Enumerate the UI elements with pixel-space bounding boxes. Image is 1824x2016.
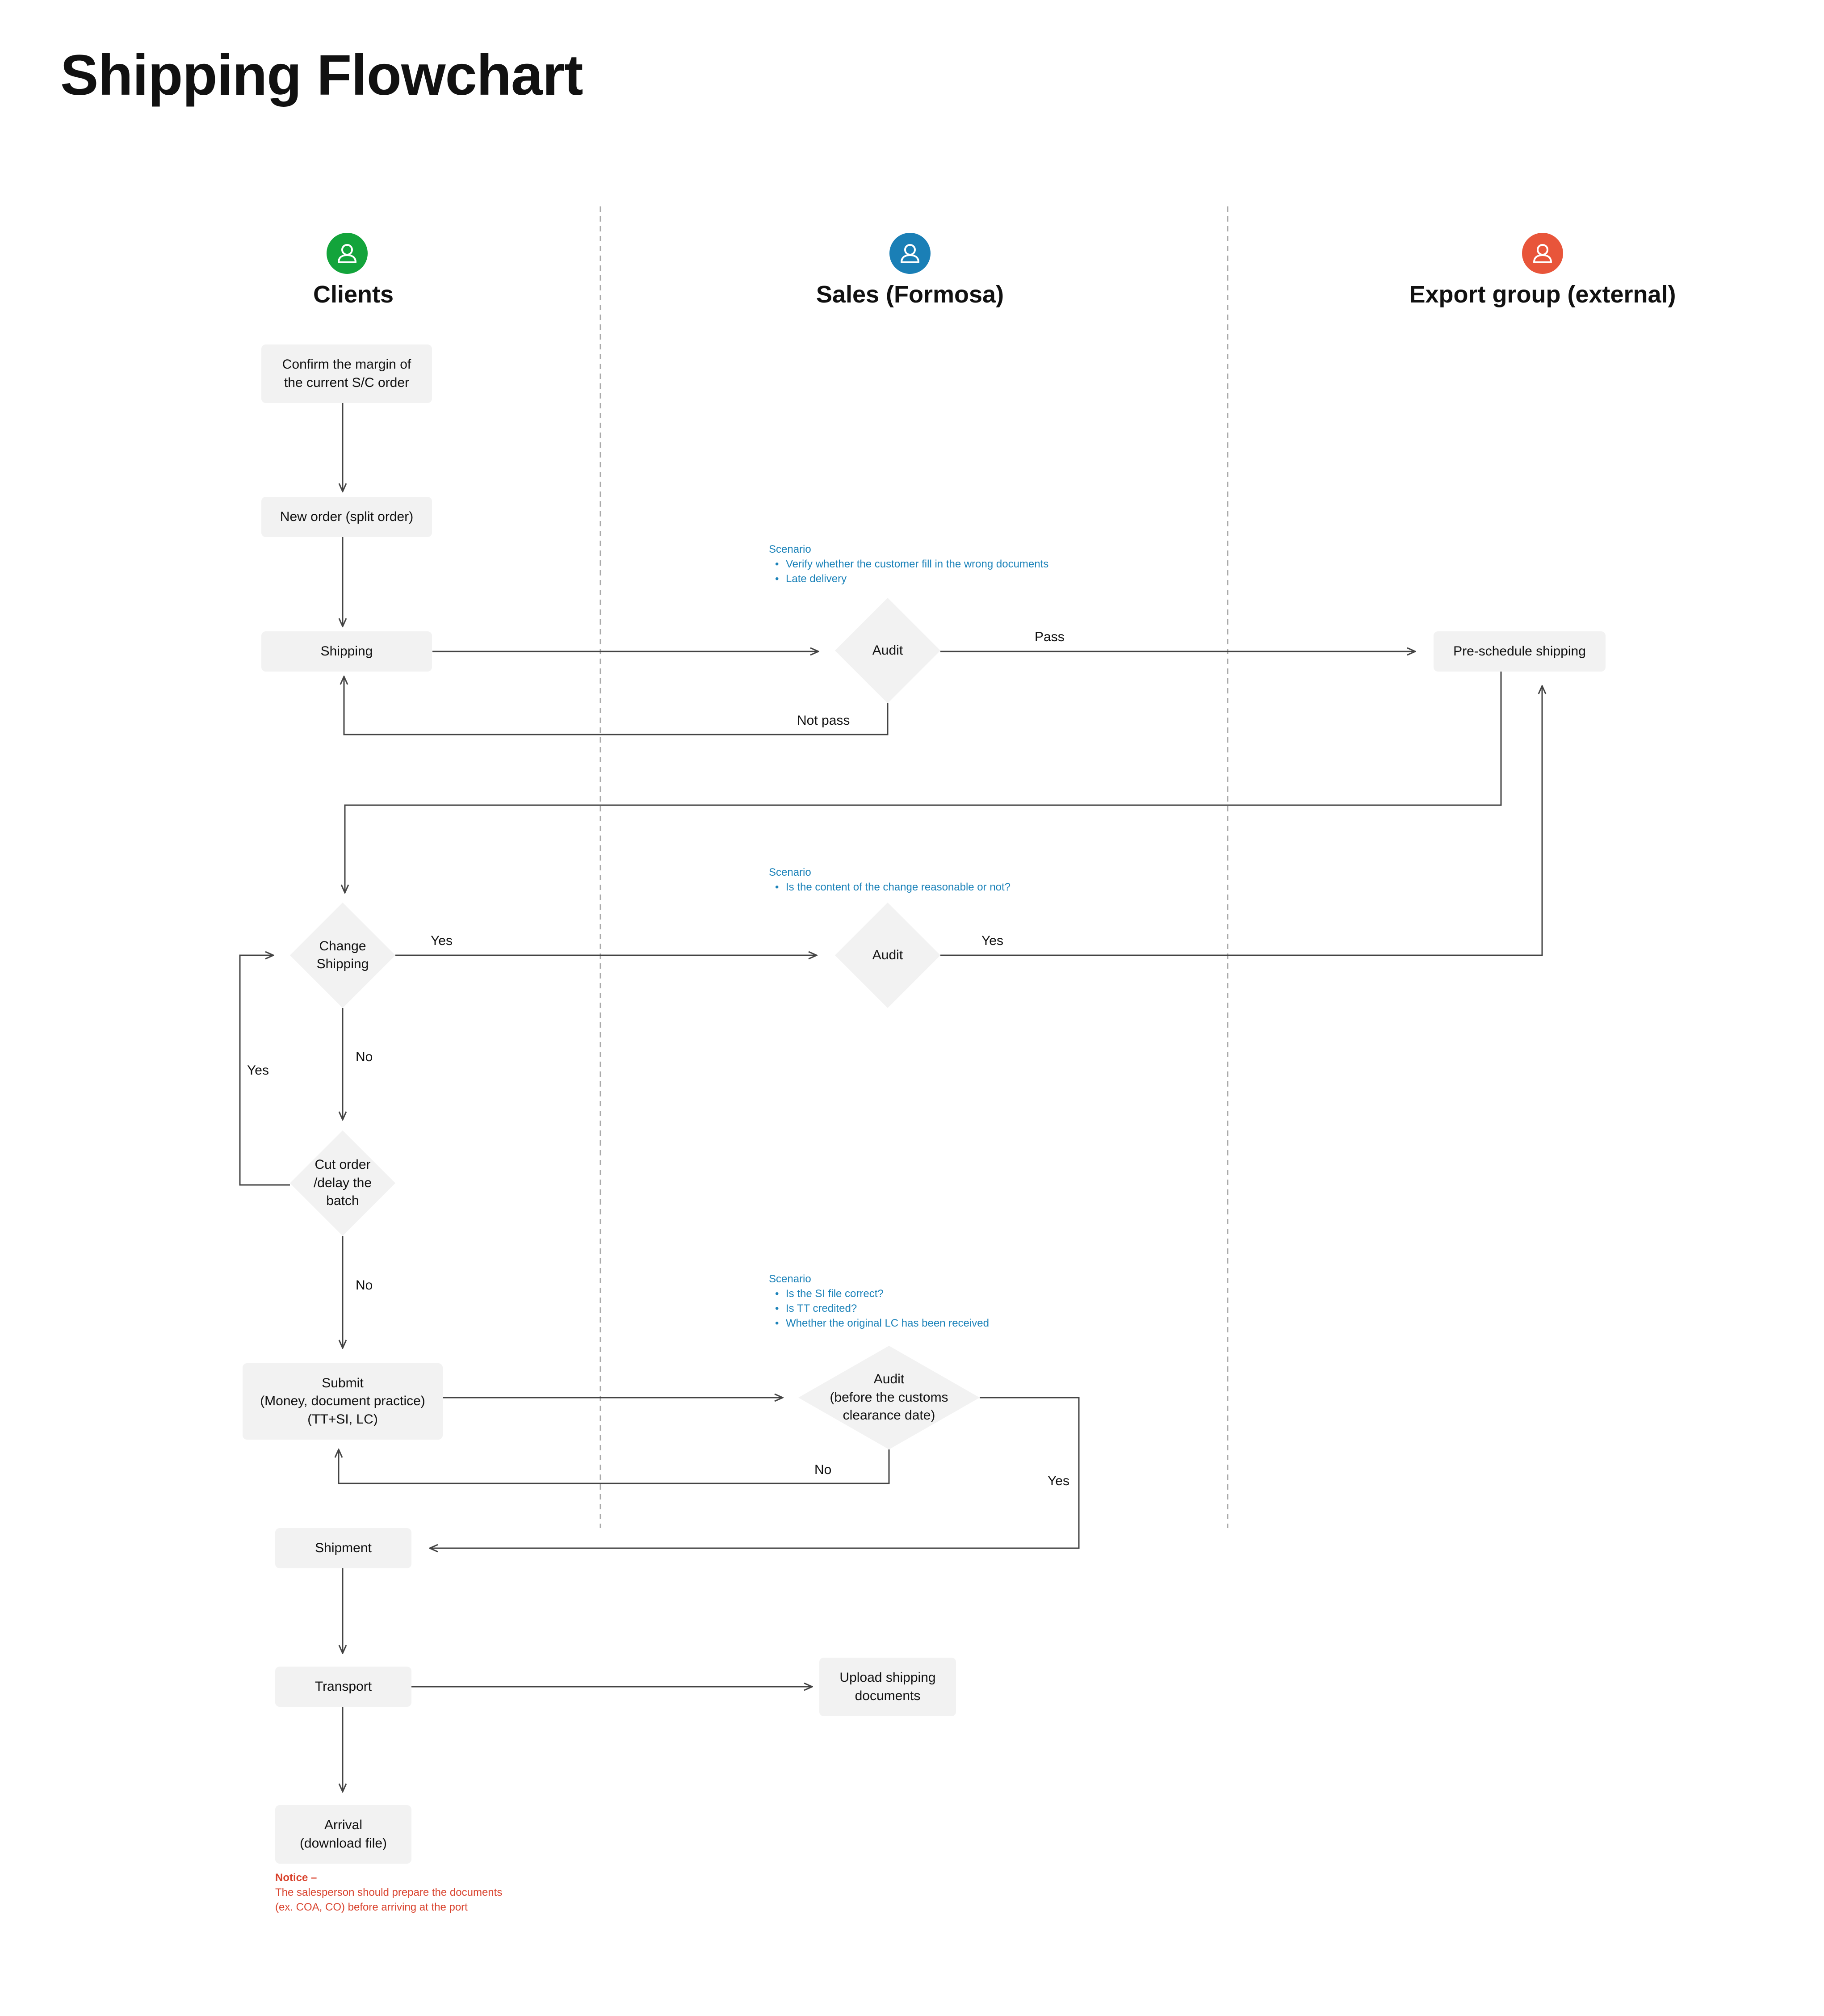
scenario-item: Is TT credited?	[775, 1301, 989, 1316]
scenario-note-2: Scenario Is the content of the change re…	[769, 865, 1011, 895]
clients-avatar-icon	[327, 233, 368, 274]
lane-dividers	[600, 206, 1229, 1528]
notice-line: The salesperson should prepare the docum…	[275, 1886, 503, 1898]
export-avatar-icon	[1522, 233, 1563, 274]
decision-diamonds	[290, 598, 980, 1449]
edge-preschedule-change	[345, 672, 1502, 893]
node-upload-documents: Upload shipping documents	[819, 1658, 956, 1716]
notice-note: Notice – The salesperson should prepare …	[275, 1870, 502, 1915]
node-shipment: Shipment	[275, 1528, 411, 1568]
scenario-title: Scenario	[769, 543, 811, 555]
decision-change-shipping-label: Change Shipping	[316, 938, 369, 972]
lane-title-export: Export group (external)	[1409, 281, 1676, 308]
node-transport: Transport	[275, 1667, 411, 1707]
edge-label-yes-audit3: Yes	[1048, 1474, 1069, 1488]
edge-label-yes-cut: Yes	[247, 1063, 269, 1078]
scenario-item: Is the content of the change reasonable …	[775, 880, 1011, 895]
edge-audit3-yes	[430, 1397, 1080, 1548]
edge-label-no-audit3: No	[814, 1462, 832, 1477]
page-title: Shipping Flowchart	[60, 43, 583, 107]
node-arrival: Arrival (download file)	[275, 1805, 411, 1864]
scenario-title: Scenario	[769, 866, 811, 878]
edge-label-not-pass: Not pass	[797, 713, 850, 728]
decision-audit2-label: Audit	[872, 947, 903, 962]
edge-audit2-preschedule	[940, 686, 1542, 956]
notice-title: Notice –	[275, 1872, 317, 1884]
edge-label-no-change: No	[356, 1050, 373, 1064]
decision-cut-order-label: Cut order /delay the batch	[313, 1157, 372, 1209]
node-preschedule-shipping: Pre-schedule shipping	[1434, 631, 1606, 672]
scenario-item: Is the SI file correct?	[775, 1286, 989, 1301]
decision-audit1-label: Audit	[872, 643, 903, 658]
scenario-item: Late delivery	[775, 571, 1048, 586]
scenario-item: Verify whether the customer fill in the …	[775, 557, 1048, 571]
scenario-note-3: Scenario Is the SI file correct? Is TT c…	[769, 1272, 989, 1331]
scenario-title: Scenario	[769, 1273, 811, 1285]
node-new-order: New order (split order)	[261, 497, 432, 537]
notice-line: (ex. COA, CO) before arriving at the por…	[275, 1901, 468, 1913]
edge-label-yes-audit2: Yes	[981, 933, 1003, 948]
decision-audit3-label: Audit (before the customs clearance date…	[830, 1372, 948, 1423]
node-submit: Submit (Money, document practice) (TT+SI…	[243, 1363, 443, 1440]
edges	[239, 403, 1542, 1792]
edge-label-yes-change: Yes	[431, 933, 453, 948]
edge-audit3-no	[339, 1449, 890, 1484]
edge-audit1-notpass	[344, 676, 889, 735]
audit2-diamond	[835, 903, 940, 1008]
change-diamond	[290, 903, 395, 1008]
scenario-note-1: Scenario Verify whether the customer fil…	[769, 542, 1048, 586]
sales-avatar-icon	[889, 233, 931, 274]
edge-label-pass: Pass	[1035, 630, 1065, 644]
audit1-diamond	[835, 598, 940, 703]
scenario-item: Whether the original LC has been receive…	[775, 1316, 989, 1331]
audit3-diamond	[798, 1346, 980, 1449]
lane-title-clients: Clients	[313, 281, 394, 308]
node-shipping: Shipping	[261, 631, 432, 672]
edge-label-no-cut: No	[356, 1278, 373, 1293]
node-confirm-margin: Confirm the margin of the current S/C or…	[261, 344, 432, 403]
edge-cut-change	[239, 955, 290, 1186]
cut-diamond	[290, 1130, 395, 1236]
lane-title-sales: Sales (Formosa)	[816, 281, 1004, 308]
